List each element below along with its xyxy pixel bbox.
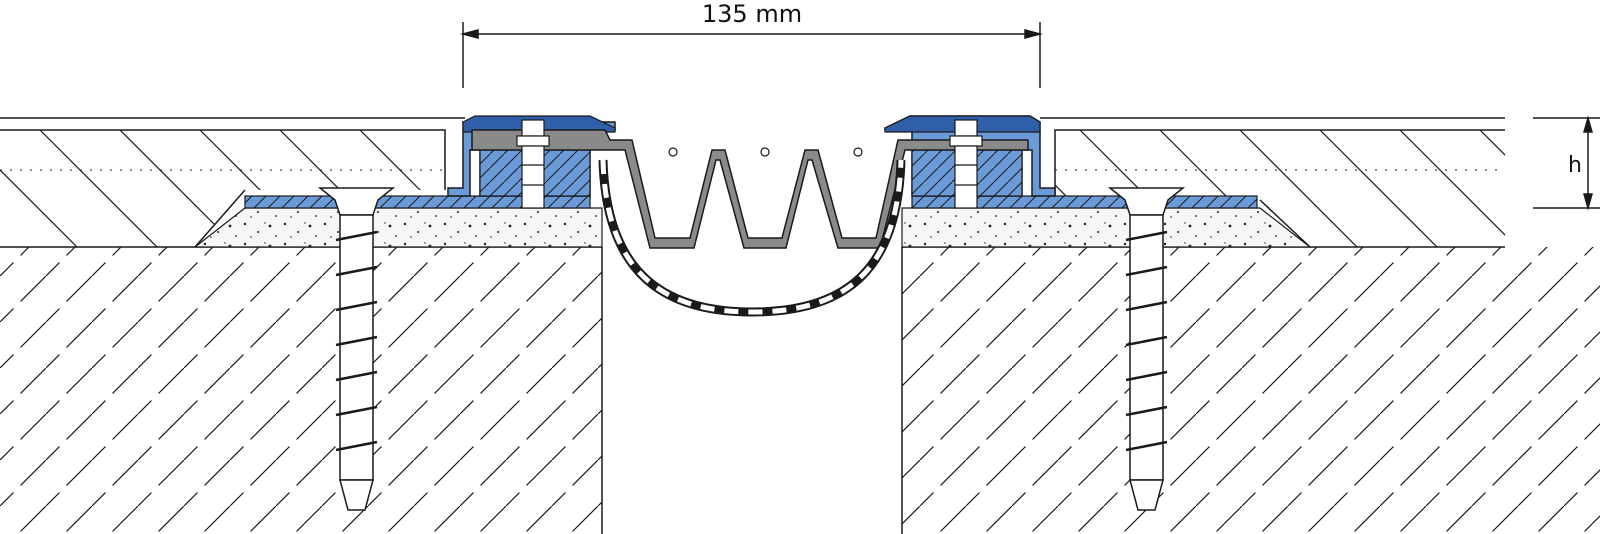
anchor-screw-right: [1107, 187, 1186, 511]
floor-covering-left: [0, 117, 465, 248]
base-flange-right: [911, 195, 1258, 209]
bellows-grooves: [668, 147, 863, 157]
fixing-bolt-left: [516, 119, 550, 209]
width-dimension: [460, 22, 1043, 88]
anchor-screw-left: [317, 187, 396, 511]
fixing-bolt-right: [949, 119, 983, 209]
concrete-substrate-left: [0, 247, 603, 534]
width-dimension-label: 135 mm: [702, 0, 802, 28]
concrete-substrate-right: [901, 247, 1600, 534]
height-dimension-label: h: [1568, 153, 1582, 178]
mortar-bed-left: [193, 207, 603, 248]
height-dimension: [1533, 115, 1600, 211]
base-flange-left: [244, 195, 591, 209]
mortar-bed-right: [901, 207, 1312, 248]
